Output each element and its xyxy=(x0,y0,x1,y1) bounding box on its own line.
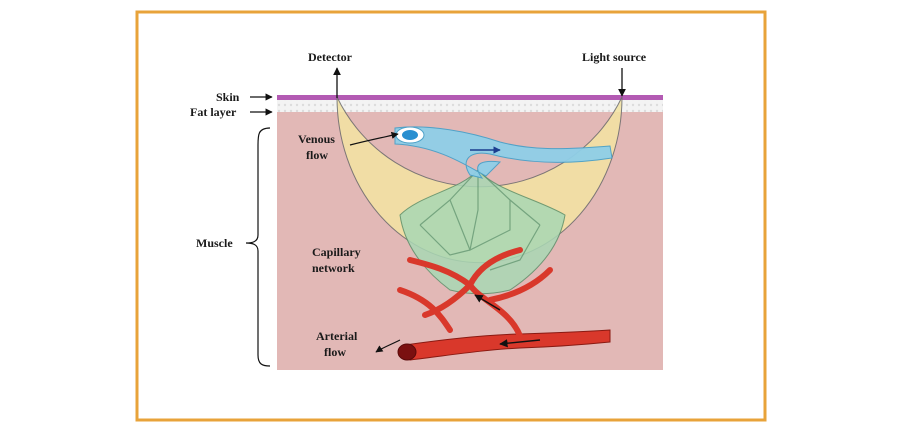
fat-layer xyxy=(277,100,663,112)
capillary-mesh xyxy=(399,169,566,295)
venous-flow-label-1: Venous xyxy=(298,132,335,146)
capillary-network xyxy=(399,169,566,295)
detector-label: Detector xyxy=(308,50,353,64)
venous-vessel xyxy=(394,126,613,179)
muscle-bracket xyxy=(245,127,271,367)
vein-lumen-core xyxy=(402,130,418,140)
arterial-flow-arrow-2 xyxy=(474,294,501,311)
fat-layer-label: Fat layer xyxy=(190,105,237,119)
muscle-label: Muscle xyxy=(196,236,233,250)
light-source-label: Light source xyxy=(582,50,647,64)
capillary-label-1: Capillary xyxy=(312,245,361,259)
artery-lumen xyxy=(397,343,417,361)
arterial-vessels xyxy=(397,247,611,361)
vein-main xyxy=(394,126,613,179)
venous-label-arrow xyxy=(349,131,399,146)
venous-flow-label-2: flow xyxy=(306,148,328,162)
arterial-label-1: Arterial xyxy=(316,329,358,343)
arterial-flow-arrow-1 xyxy=(499,339,541,348)
arterial-label-arrow xyxy=(375,339,401,353)
capillary-label-2: network xyxy=(312,261,355,275)
arterial-label-2: flow xyxy=(324,345,346,359)
skin-layer xyxy=(277,95,663,100)
skin-label: Skin xyxy=(216,90,240,104)
